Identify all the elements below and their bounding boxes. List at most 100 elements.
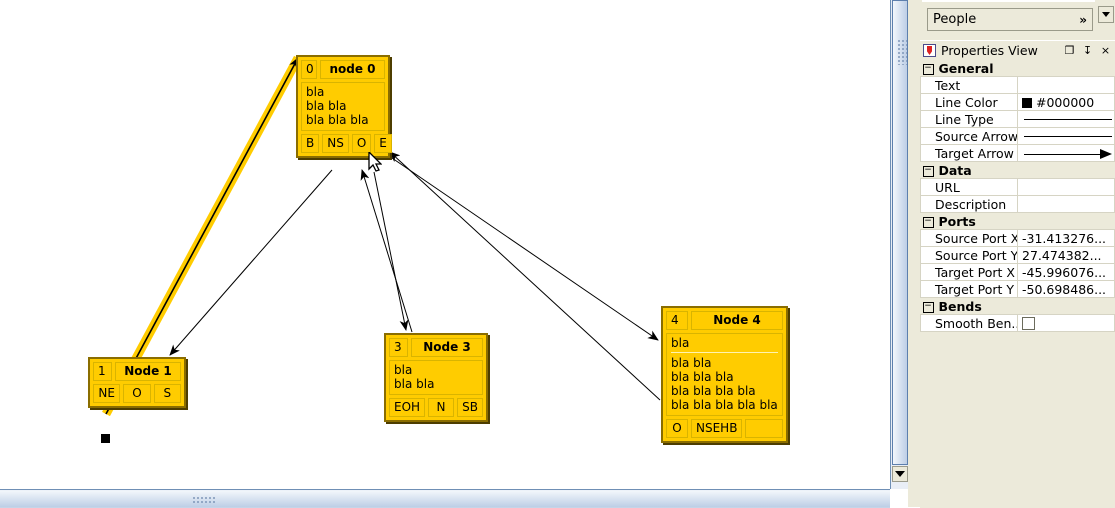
property-row-target-port-y[interactable]: Target Port Y -50.698486... — [920, 280, 1115, 298]
property-row-description[interactable]: Description — [920, 195, 1115, 213]
collapse-icon[interactable]: − — [922, 300, 934, 313]
graph-node-1[interactable]: 1 Node 1 NE O S — [88, 357, 186, 408]
property-key: Target Port X — [920, 263, 1018, 281]
property-value[interactable]: -31.413276... — [1017, 229, 1115, 247]
smooth-bends-checkbox[interactable] — [1022, 316, 1035, 330]
edge-node3-node0 — [360, 169, 413, 333]
property-value-cell[interactable] — [1017, 110, 1115, 128]
collapse-icon[interactable]: − — [922, 215, 934, 228]
node-body-line: bla bla — [306, 99, 347, 113]
property-group-label: Data — [938, 162, 972, 178]
node-ports: EOH N SB — [389, 398, 483, 417]
scroll-down-button[interactable] — [892, 466, 908, 482]
property-key: Text — [920, 76, 1018, 94]
horizontal-scrollbar[interactable] — [0, 489, 890, 508]
property-group-general[interactable]: −General — [920, 60, 1115, 77]
collapse-icon[interactable]: − — [922, 164, 934, 177]
combo-scroll-arrow[interactable] — [1098, 6, 1114, 23]
property-row-source-port-y[interactable]: Source Port Y 27.474382... — [920, 246, 1115, 264]
chevron-down-icon — [1102, 12, 1110, 17]
source-port-handle[interactable] — [101, 434, 110, 443]
graph-node-0[interactable]: 0 node 0 bla bla bla bla bla bla B NS O … — [296, 55, 392, 158]
property-row-url[interactable]: URL — [920, 178, 1115, 196]
node-port[interactable]: S — [153, 384, 181, 403]
property-row-text[interactable]: Text — [920, 76, 1115, 94]
color-swatch-icon — [1022, 97, 1032, 108]
property-key: Source Arrow — [920, 127, 1018, 145]
properties-view-title: Properties View — [941, 43, 1038, 58]
node-body-line: bla bla bla bla — [671, 384, 756, 398]
property-row-source-arrow[interactable]: Source Arrow — [920, 127, 1115, 145]
node-body-line: bla bla bla — [671, 370, 734, 384]
right-panel: People » Properties View ❐ ↧ × −General … — [920, 0, 1115, 508]
node-ports: B NS O E — [301, 134, 392, 153]
property-row-line-color[interactable]: Line Color #000000 — [920, 93, 1115, 111]
node-body-line: bla bla — [671, 356, 712, 370]
node-header: 1 Node 1 — [93, 362, 181, 381]
property-key: Smooth Ben... — [920, 314, 1018, 332]
property-value[interactable] — [1017, 195, 1115, 213]
graph-canvas[interactable]: 0 node 0 bla bla bla bla bla bla B NS O … — [0, 0, 890, 487]
node-port[interactable]: O — [666, 419, 688, 438]
property-row-smooth-bends[interactable]: Smooth Ben... — [920, 314, 1115, 332]
people-dropdown[interactable]: People » — [927, 8, 1093, 31]
property-value[interactable]: -45.996076... — [1017, 263, 1115, 281]
property-value[interactable] — [1017, 178, 1115, 196]
node-port[interactable]: NS — [322, 134, 349, 153]
node-port[interactable]: B — [301, 134, 320, 153]
property-value-cell[interactable] — [1017, 314, 1115, 332]
node-ports: O NSEHB — [666, 419, 784, 438]
property-key: Source Port X — [920, 229, 1018, 247]
node-port[interactable] — [745, 419, 784, 438]
properties-view-panel: Properties View ❐ ↧ × −General Text Line… — [920, 40, 1115, 508]
property-value[interactable]: 27.474382... — [1017, 246, 1115, 264]
node-body: bla bla bla — [389, 360, 483, 395]
chevron-double-down-icon: » — [1079, 12, 1087, 27]
vertical-scrollbar[interactable] — [890, 0, 909, 489]
vertical-scrollbar-thumb[interactable] — [892, 0, 908, 465]
node-port[interactable]: NSEHB — [691, 419, 743, 438]
node-port[interactable]: O — [351, 134, 372, 153]
property-value-cell[interactable]: #000000 — [1017, 93, 1115, 111]
collapse-icon[interactable]: − — [922, 62, 934, 75]
node-title: Node 4 — [691, 311, 783, 330]
horizontal-scrollbar-thumb[interactable] — [0, 491, 890, 507]
node-header: 0 node 0 — [301, 60, 385, 79]
property-row-source-port-x[interactable]: Source Port X -31.413276... — [920, 229, 1115, 247]
node-port[interactable]: SB — [457, 398, 483, 417]
property-row-target-port-x[interactable]: Target Port X -45.996076... — [920, 263, 1115, 281]
node-port[interactable]: EOH — [389, 398, 426, 417]
graph-node-4[interactable]: 4 Node 4 bla bla bla bla bla bla bla bla… — [661, 306, 788, 443]
scrollbar-grip-icon — [897, 39, 907, 65]
mouse-cursor — [368, 152, 382, 172]
restore-icon[interactable]: ❐ — [1064, 44, 1075, 57]
properties-view-titlebar: Properties View ❐ ↧ × — [920, 41, 1115, 60]
people-combo-container: People » — [922, 0, 1095, 33]
graph-node-3[interactable]: 3 Node 3 bla bla bla EOH N SB — [384, 333, 488, 422]
property-value-cell[interactable] — [1017, 144, 1115, 162]
close-icon[interactable]: × — [1100, 44, 1111, 57]
panel-splitter[interactable] — [908, 0, 920, 507]
property-row-line-type[interactable]: Line Type — [920, 110, 1115, 128]
node-index: 4 — [666, 311, 688, 330]
property-value[interactable]: -50.698486... — [1017, 280, 1115, 298]
node-port[interactable]: E — [374, 134, 392, 153]
property-group-data[interactable]: −Data — [920, 161, 1115, 179]
property-group-ports[interactable]: −Ports — [920, 212, 1115, 230]
property-value-cell[interactable] — [1017, 127, 1115, 145]
node-body-separator — [671, 352, 778, 353]
property-value[interactable] — [1017, 76, 1115, 94]
property-group-label: Ports — [938, 213, 976, 229]
property-key: Target Port Y — [920, 280, 1018, 298]
node-body: bla bla bla bla bla bla bla bla bla bla … — [666, 333, 783, 416]
node-body-line: bla bla bla bla bla — [671, 398, 778, 412]
edge-layer — [102, 55, 661, 417]
property-group-label: Bends — [938, 298, 982, 314]
scrollbar-grip-icon — [192, 496, 216, 504]
node-port[interactable]: O — [123, 384, 151, 403]
node-port[interactable]: NE — [93, 384, 121, 403]
property-row-target-arrow[interactable]: Target Arrow — [920, 144, 1115, 162]
property-group-bends[interactable]: −Bends — [920, 297, 1115, 315]
pin-icon[interactable]: ↧ — [1082, 44, 1093, 57]
node-port[interactable]: N — [428, 398, 455, 417]
